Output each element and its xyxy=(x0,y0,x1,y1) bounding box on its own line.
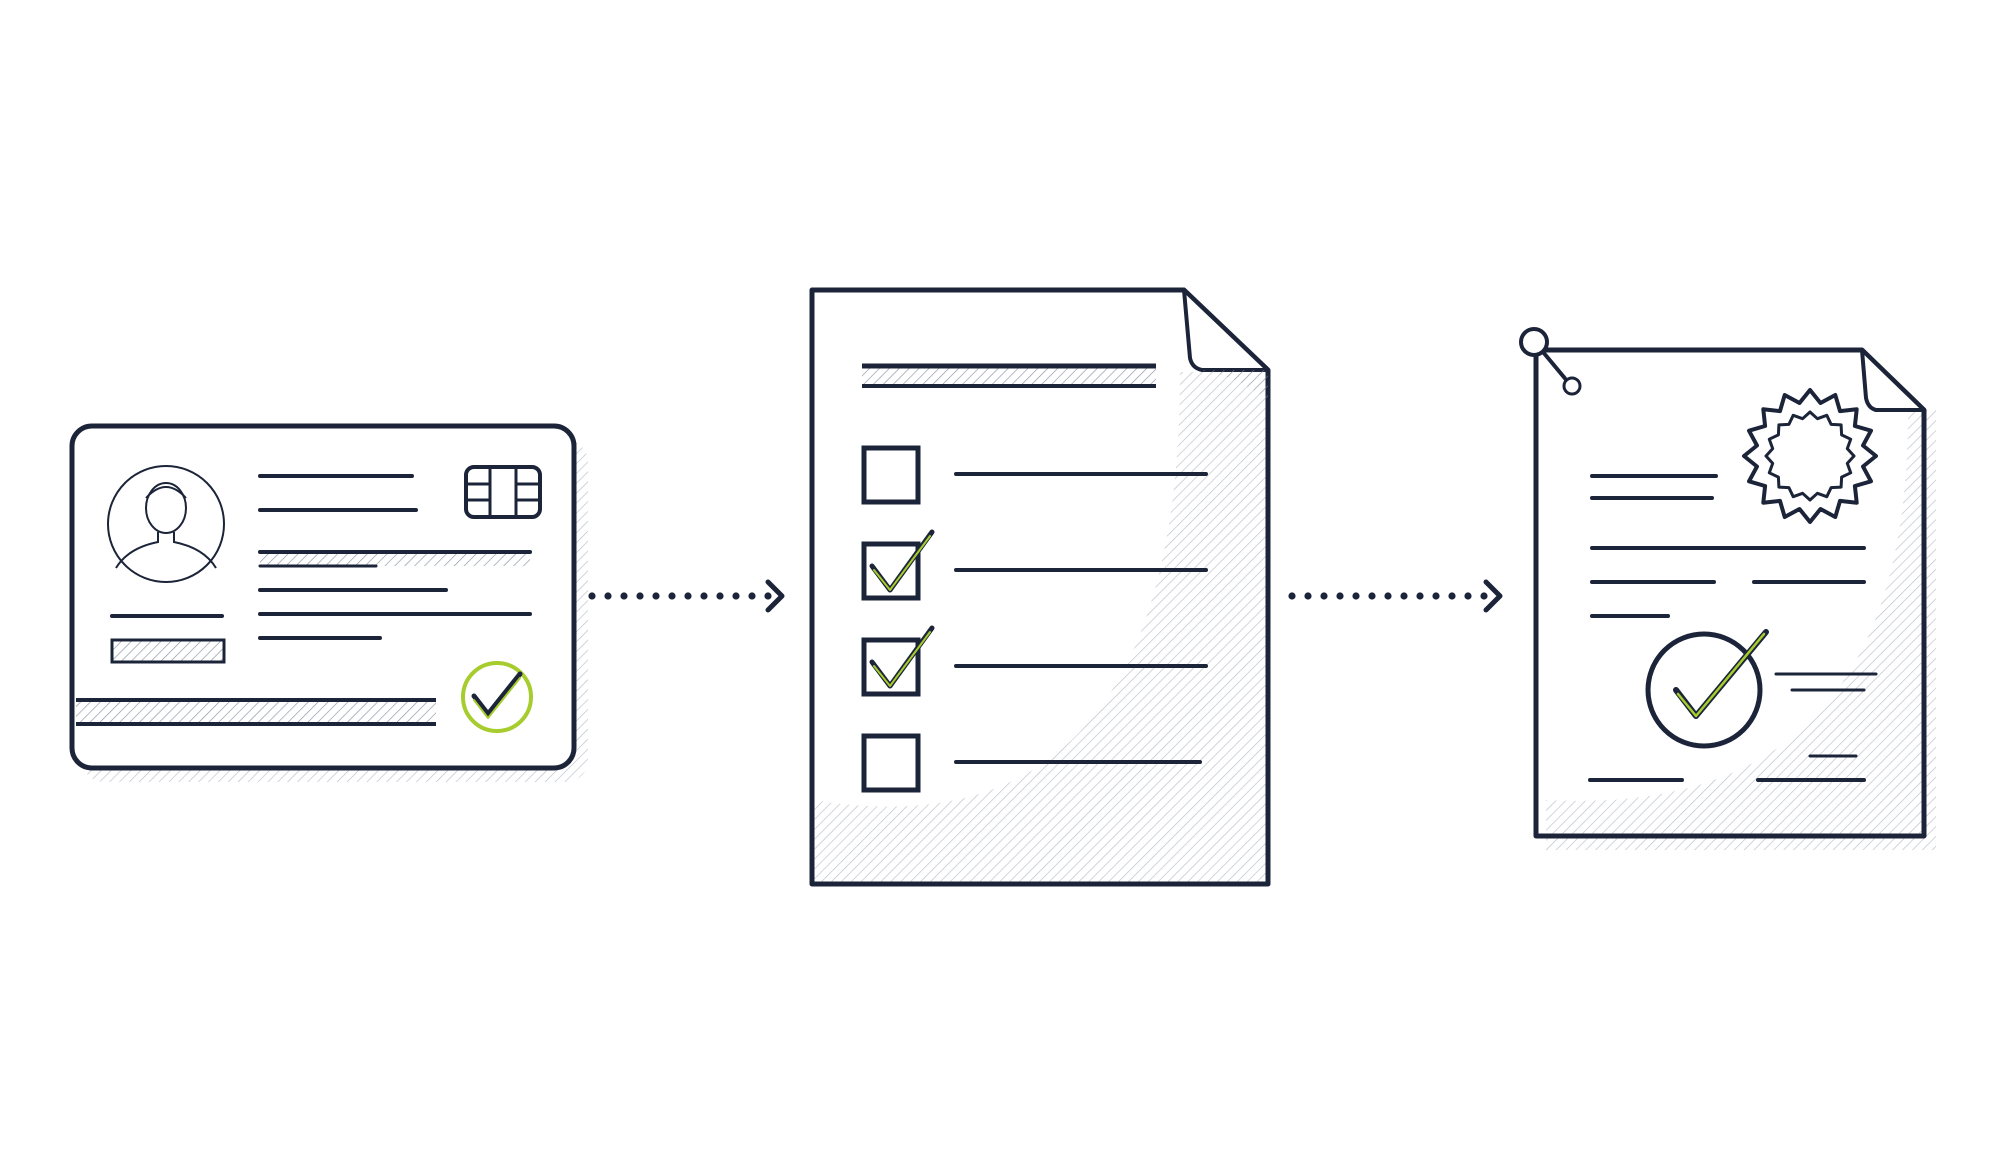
connector-dot xyxy=(1480,592,1488,600)
connector-dot xyxy=(764,592,772,600)
arrow-head-icon xyxy=(1483,579,1503,613)
connector-dot xyxy=(1352,592,1360,600)
check-circle-icon xyxy=(461,661,533,733)
connector-dot xyxy=(748,592,756,600)
connector-dot xyxy=(700,592,708,600)
checklist-item-2 xyxy=(861,529,1208,601)
connector-dot xyxy=(604,592,612,600)
person-icon xyxy=(107,465,225,583)
connector-dot xyxy=(1304,592,1312,600)
connector-dot xyxy=(716,592,724,600)
certificate-page xyxy=(1533,347,1927,839)
certificate-document xyxy=(1519,327,1936,850)
checkbox-icon xyxy=(861,445,921,505)
pin-icon xyxy=(1519,327,1582,396)
seal-icon xyxy=(1742,388,1878,524)
connector-dot xyxy=(684,592,692,600)
checkbox-icon xyxy=(861,733,921,793)
id-card-text-lines xyxy=(110,474,532,664)
checklist-document xyxy=(809,287,1271,887)
id-card xyxy=(69,423,588,782)
connector-arrow-1 xyxy=(588,579,785,613)
connector-dot xyxy=(652,592,660,600)
arrow-head-icon xyxy=(765,579,785,613)
checklist-page xyxy=(809,287,1271,887)
connector-dot xyxy=(636,592,644,600)
checklist-item-1 xyxy=(861,445,1208,505)
checklist-title-bar xyxy=(862,363,1156,388)
check-mark-icon xyxy=(869,625,935,689)
check-mark-icon xyxy=(869,529,935,593)
connector-dot xyxy=(1384,592,1392,600)
checklist-shadow xyxy=(812,372,1268,884)
connector-dot xyxy=(1336,592,1344,600)
connector-dot xyxy=(588,592,596,600)
connector-dot xyxy=(1448,592,1456,600)
connector-dot xyxy=(1464,592,1472,600)
connector-dot xyxy=(1432,592,1440,600)
certificate-shadow xyxy=(1546,410,1936,850)
chip-icon xyxy=(464,465,542,519)
connector-dot xyxy=(1368,592,1376,600)
connector-dot xyxy=(620,592,628,600)
connector-dot xyxy=(1416,592,1424,600)
connector-arrow-2 xyxy=(1288,579,1503,613)
connector-dot xyxy=(732,592,740,600)
connector-dot xyxy=(668,592,676,600)
checklist-item-3 xyxy=(861,625,1208,697)
certificate-fold xyxy=(1860,348,1926,412)
id-card-stripe xyxy=(76,698,436,726)
check-circle-icon xyxy=(1645,629,1769,749)
checklist-fold xyxy=(1182,288,1270,372)
connector-dot xyxy=(1288,592,1296,600)
connector-dot xyxy=(1320,592,1328,600)
checklist-item-4 xyxy=(861,733,1202,793)
certificate-text-lines xyxy=(1588,474,1878,782)
connector-dot xyxy=(1400,592,1408,600)
